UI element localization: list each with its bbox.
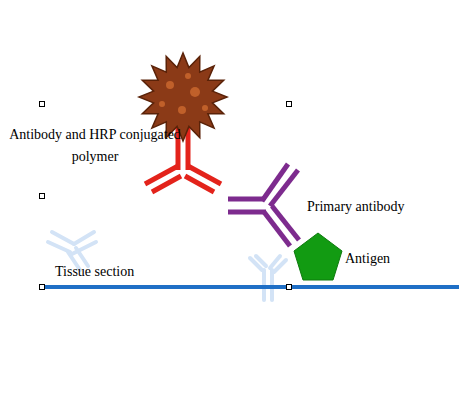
tissue-label: Tissue section <box>55 261 195 283</box>
primary-antibody <box>228 164 299 246</box>
antigen-pentagon <box>294 233 342 280</box>
tissue-line <box>42 285 459 289</box>
antigen-label: Antigen <box>345 248 455 270</box>
faded-antibody <box>250 256 286 300</box>
polymer-texture <box>159 73 208 114</box>
polymer-label: Antibody and HRP conjugated polymer <box>4 124 186 168</box>
antibody-label: Primary antibody <box>307 196 457 218</box>
